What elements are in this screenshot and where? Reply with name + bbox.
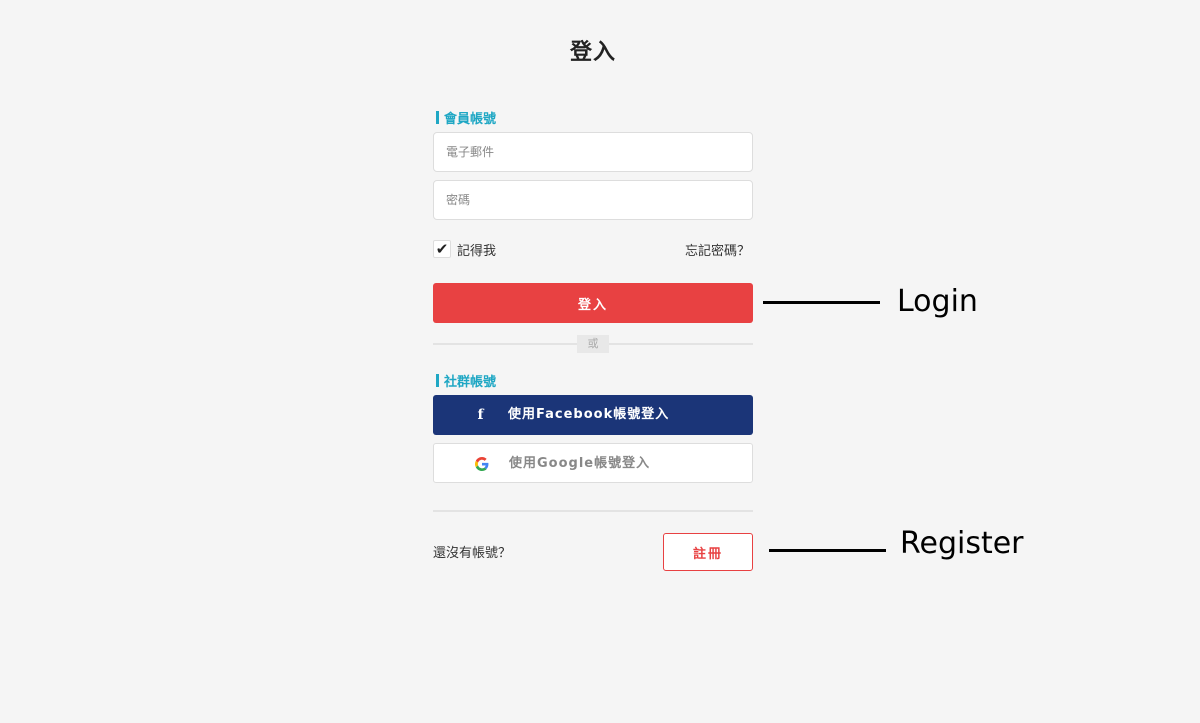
remember-row: ✔ 記得我 忘記密碼？ bbox=[433, 238, 753, 260]
remember-label: 記得我 bbox=[457, 243, 497, 259]
or-label: 或 bbox=[577, 335, 609, 353]
section-divider bbox=[433, 510, 753, 512]
section-marker bbox=[436, 373, 439, 387]
login-form: 會員帳號 ✔ 記得我 忘記密碼？ 登入 或 社群帳號 f 使用Facebook帳… bbox=[433, 108, 753, 571]
facebook-login-button[interactable]: f 使用Facebook帳號登入 bbox=[433, 395, 753, 435]
social-section-label: 社群帳號 bbox=[433, 371, 497, 390]
section-marker bbox=[436, 110, 439, 124]
member-section-label: 會員帳號 bbox=[433, 108, 753, 127]
password-field[interactable] bbox=[433, 180, 753, 220]
email-field[interactable] bbox=[433, 132, 753, 172]
facebook-login-label: 使用Facebook帳號登入 bbox=[508, 407, 670, 422]
member-section-text: 會員帳號 bbox=[444, 111, 497, 127]
register-button[interactable]: 註冊 bbox=[663, 533, 753, 571]
register-annotation-line bbox=[769, 549, 886, 552]
forgot-password-link[interactable]: 忘記密碼？ bbox=[684, 243, 750, 259]
register-annotation-label: Register bbox=[900, 526, 1024, 561]
google-login-button[interactable]: 使用Google帳號登入 bbox=[433, 443, 753, 483]
or-divider: 或 bbox=[433, 335, 753, 353]
facebook-icon: f bbox=[477, 407, 485, 423]
social-section-text: 社群帳號 bbox=[444, 374, 497, 390]
remember-checkbox[interactable]: ✔ bbox=[433, 240, 451, 258]
page-title: 登入 bbox=[569, 40, 616, 65]
no-account-prompt: 還沒有帳號？ bbox=[433, 546, 512, 561]
google-login-label: 使用Google帳號登入 bbox=[509, 456, 651, 471]
remember-me[interactable]: ✔ 記得我 bbox=[433, 240, 496, 259]
login-annotation-label: Login bbox=[897, 284, 978, 319]
login-annotation-line bbox=[763, 301, 880, 304]
google-icon bbox=[474, 456, 490, 472]
login-button[interactable]: 登入 bbox=[433, 283, 753, 323]
